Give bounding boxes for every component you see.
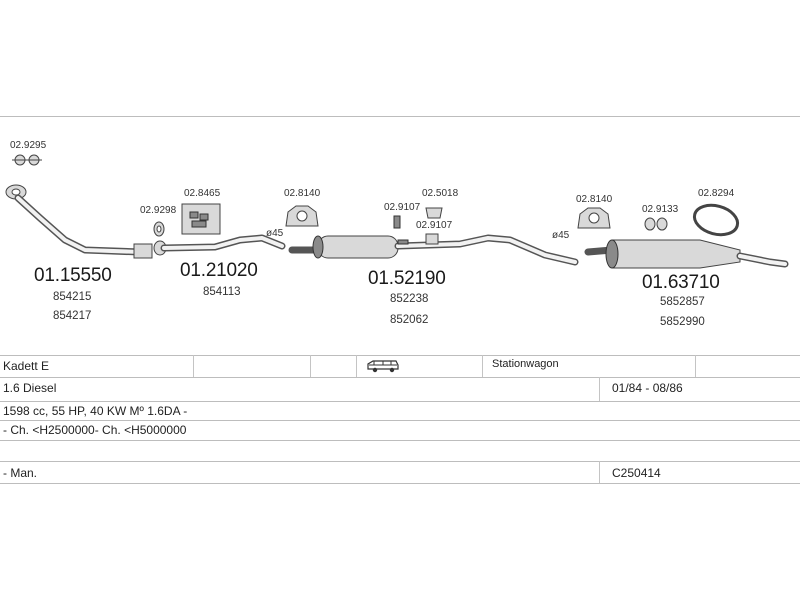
station-wagon-icon	[366, 359, 400, 378]
rear-muffler-code: 01.63710	[642, 272, 720, 293]
years-cell: 01/84 - 08/86	[612, 381, 683, 395]
engine-cell: 1.6 Diesel	[3, 381, 57, 395]
intermediate-pipe-ref1: 854113	[203, 286, 241, 298]
kit-box-drawing	[181, 203, 221, 235]
hanger-a-label: 02.8140	[284, 188, 321, 199]
front-pipe-drawing	[5, 184, 153, 259]
top-border	[0, 116, 800, 117]
body-type-cell: Stationwagon	[492, 358, 559, 370]
diameter-a-label: ø45	[266, 228, 284, 239]
rear-muffler-ref1: 5852857	[660, 296, 705, 308]
middle-muffler-ref2: 852062	[390, 314, 429, 326]
rear-muffler-drawing	[584, 239, 789, 269]
front-pipe-code: 01.15550	[34, 265, 112, 286]
chassis-cell: - Ch. <H2500000- Ch. <H5000000	[3, 423, 187, 437]
clamp-top-label: 02.9295	[10, 140, 47, 151]
clamp-b-drawing	[644, 217, 668, 231]
clamp-top-drawing	[12, 154, 42, 166]
kit-label: 02.8465	[184, 188, 221, 199]
rubber-label: 02.5018	[422, 188, 459, 199]
exhaust-diagram	[5, 154, 789, 269]
bolt-b-label: 02.9107	[416, 220, 453, 231]
transmission-cell: - Man.	[3, 466, 38, 480]
gasket-label: 02.8294	[698, 188, 735, 199]
front-pipe-ref1: 854215	[53, 291, 92, 303]
clamp-a-label: 02.9298	[140, 205, 177, 216]
front-pipe-ref2: 854217	[53, 310, 92, 322]
bolt-a-label: 02.9107	[384, 202, 421, 213]
hanger-b-label: 02.8140	[576, 194, 613, 205]
intermediate-pipe-code: 01.21020	[180, 260, 258, 281]
bolt-drawings	[393, 207, 443, 245]
specs-cell: 1598 cc, 55 HP, 40 KW Mº 1.6DA -	[3, 404, 188, 418]
intermediate-pipe-drawing	[160, 234, 286, 252]
model-cell: Kadett E	[3, 359, 50, 373]
diameter-b-label: ø45	[552, 230, 570, 241]
catalog-number-cell: C250414	[612, 466, 661, 480]
middle-muffler-drawing	[288, 234, 579, 266]
clamp-a-drawing	[153, 221, 167, 256]
middle-muffler-code: 01.52190	[368, 268, 446, 289]
rear-muffler-ref2: 5852990	[660, 316, 705, 328]
hanger-b-drawing	[577, 207, 611, 229]
hanger-a-drawing	[285, 205, 319, 227]
gasket-drawing	[692, 203, 740, 237]
middle-muffler-ref1: 852238	[390, 293, 429, 305]
clamp-b-label: 02.9133	[642, 204, 679, 215]
